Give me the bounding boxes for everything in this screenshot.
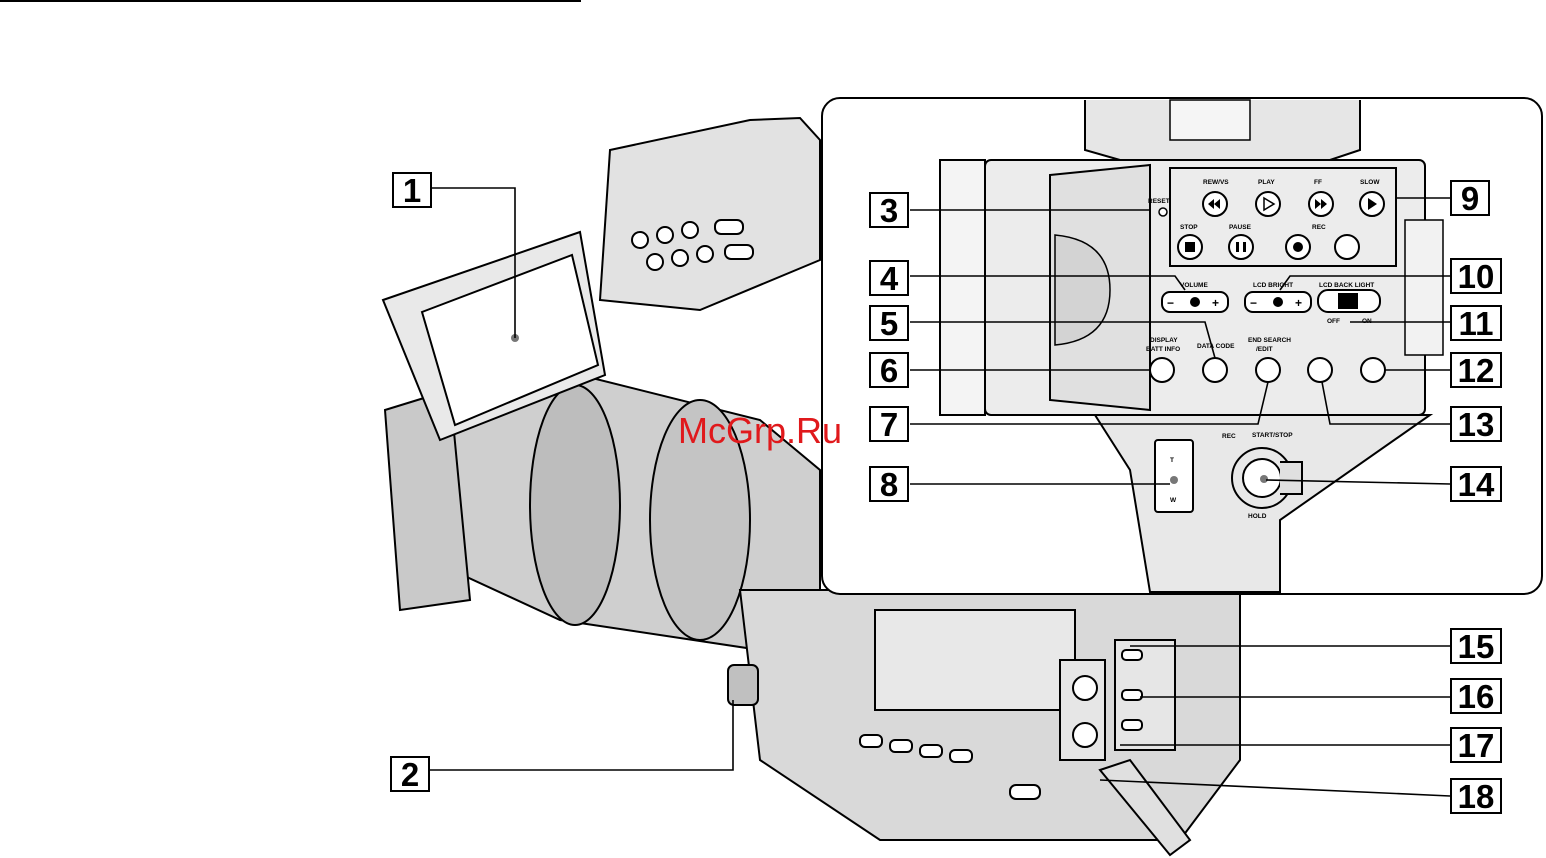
callout-17: 17: [1450, 727, 1502, 763]
control-panel-inset: − + − +: [822, 98, 1542, 594]
label-w: W: [1170, 497, 1177, 504]
label-lcd-back-light: LCD BACK LIGHT: [1319, 282, 1374, 289]
callout-5: 5: [869, 305, 909, 341]
label-pause: PAUSE: [1229, 224, 1252, 231]
label-slow: SLOW: [1360, 179, 1380, 186]
callout-6: 6: [869, 352, 909, 388]
label-hold: HOLD: [1248, 513, 1267, 520]
data-code-button: [1203, 358, 1227, 382]
callout-3: 3: [869, 192, 909, 228]
tc-u-bit-button: [1361, 358, 1385, 382]
label-reset: RESET: [1148, 198, 1170, 205]
label-ff: FF: [1314, 179, 1322, 186]
callout-11: 11: [1450, 305, 1502, 341]
label-end-search: END SEARCH: [1248, 337, 1291, 344]
callout-14: 14: [1450, 466, 1502, 502]
label-lcd-bright: LCD BRIGHT: [1253, 282, 1293, 289]
reset-button: [1159, 208, 1167, 216]
end-search-button: [1256, 358, 1280, 382]
label-data-code: DATA CODE: [1197, 343, 1235, 350]
svg-text:−: −: [1250, 296, 1257, 310]
callout-16: 16: [1450, 678, 1502, 714]
callout-12: 12: [1450, 352, 1502, 388]
callout-13: 13: [1450, 406, 1502, 442]
label-start-stop: START/STOP: [1252, 432, 1293, 439]
watermark-text: McGrp.Ru: [678, 410, 842, 452]
callout-9: 9: [1450, 180, 1490, 216]
svg-text:+: +: [1295, 296, 1302, 310]
svg-text:−: −: [1167, 296, 1174, 310]
callout-8: 8: [869, 466, 909, 502]
display-batt-info-button: [1150, 358, 1174, 382]
callout-18: 18: [1450, 778, 1502, 814]
label-rec: REC: [1312, 224, 1326, 231]
svg-text:+: +: [1212, 296, 1219, 310]
callout-2: 2: [390, 756, 430, 792]
callout-1: 1: [392, 172, 432, 208]
callout-15: 15: [1450, 628, 1502, 664]
label-display: DISPLAY: [1150, 337, 1178, 344]
label-rew: REW/VS: [1203, 179, 1229, 186]
rec-aux-button: [1335, 235, 1359, 259]
label-stop: STOP: [1180, 224, 1198, 231]
callout-10: 10: [1450, 258, 1502, 294]
callout-7: 7: [869, 406, 909, 442]
memory-button: [1308, 358, 1332, 382]
label-batt-info: BATT INFO: [1146, 346, 1180, 353]
label-play: PLAY: [1258, 179, 1275, 186]
label-t: T: [1170, 457, 1174, 464]
label-off: OFF: [1327, 318, 1340, 325]
callout-4: 4: [869, 260, 909, 296]
label-rec-big: REC: [1222, 433, 1236, 440]
label-edit: /EDIT: [1256, 346, 1273, 353]
pause-button: [1229, 235, 1253, 259]
